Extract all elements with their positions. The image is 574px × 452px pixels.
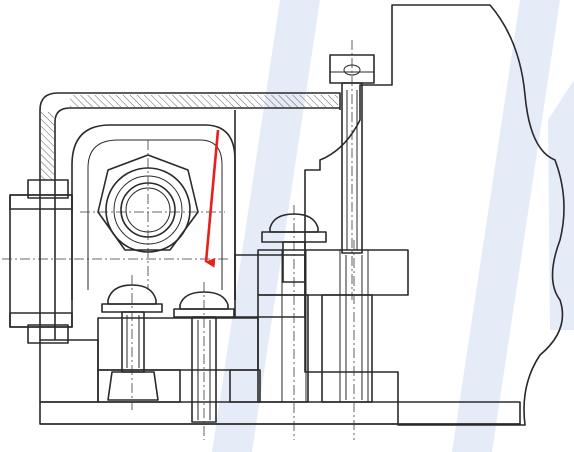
top-screw (329, 40, 375, 300)
top-cover-outer (39, 92, 341, 340)
left-bushing-collar-top (27, 179, 69, 199)
top-cover (39, 92, 341, 340)
hex-nut (80, 140, 225, 290)
right-top-bolt-head (269, 213, 319, 233)
left-bushing-outer (9, 194, 73, 328)
lower-block-left-post (39, 339, 99, 403)
left-bushing-flange-bottom-hatch (9, 312, 73, 328)
watermark-stripe-far (548, 80, 574, 330)
top-cover-side-hatch-area (41, 112, 54, 180)
middle-bolt-head (179, 291, 229, 310)
left-bolt-head (107, 284, 157, 305)
right-top-bolt-shank (282, 241, 306, 283)
lower-block (39, 254, 306, 403)
base-plate-body (39, 401, 521, 425)
right-block (257, 205, 409, 440)
red-arrow-down-icon (204, 129, 220, 268)
watermark-stripe-left (212, 0, 320, 452)
watermark-stripes (212, 0, 574, 452)
lower-block-right-foot (229, 369, 261, 403)
right-wall-break-line (489, 4, 565, 426)
hex-nut-outline (97, 154, 199, 251)
middle-bolt (173, 282, 235, 440)
lower-block-step (234, 254, 306, 318)
top-cover-inner (54, 107, 340, 340)
left-bolt-nut (107, 371, 159, 401)
left-bushing-flange-top-hatch (9, 194, 73, 210)
top-cover-hatch (70, 95, 338, 107)
right-block-column (321, 294, 373, 403)
left-bushing-collar-bottom (27, 324, 69, 344)
left-bolt (101, 275, 163, 410)
hex-nut-ring-inner (120, 182, 176, 238)
red-arrow-shaft (204, 129, 220, 268)
watermark-stripe-right (452, 0, 560, 452)
left-bushing (2, 179, 230, 344)
base-plate (39, 401, 521, 425)
bearing-housing-outline (71, 124, 236, 300)
left-bolt-shank (121, 311, 145, 373)
bearing-housing-inner (87, 139, 223, 290)
right-wall-section (304, 4, 565, 426)
right-top-bolt (261, 213, 327, 283)
